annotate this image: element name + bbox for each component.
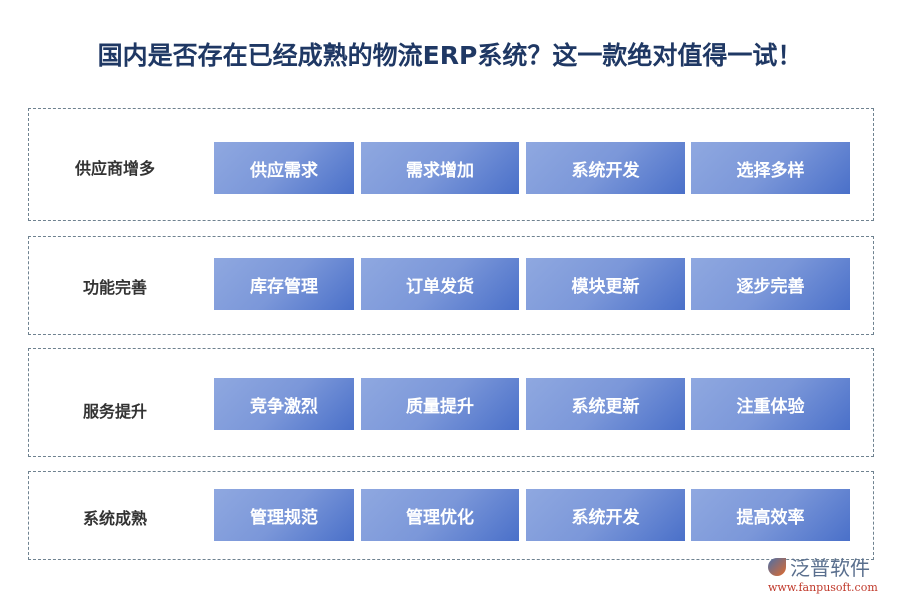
item-box: 库存管理 <box>214 258 354 310</box>
row-label: 供应商增多 <box>74 159 155 178</box>
item-box: 系统更新 <box>526 378 685 430</box>
item-box: 逐步完善 <box>691 258 850 310</box>
item-box: 质量提升 <box>361 378 519 430</box>
row-label: 系统成熟 <box>82 509 147 528</box>
row-panel <box>28 108 874 221</box>
logo-name: 泛普软件 <box>790 556 870 580</box>
item-box: 管理优化 <box>361 489 519 541</box>
item-box: 需求增加 <box>361 142 519 194</box>
item-box: 管理规范 <box>214 489 354 541</box>
item-box: 注重体验 <box>691 378 850 430</box>
logo-url: www.fanpusoft.com <box>768 581 878 594</box>
logo: 泛普软件 www.fanpusoft.com <box>768 552 893 594</box>
item-box: 供应需求 <box>214 142 354 194</box>
row-label: 功能完善 <box>82 278 147 297</box>
item-box: 竞争激烈 <box>214 378 354 430</box>
item-box: 系统开发 <box>526 489 685 541</box>
row-panel <box>28 471 874 560</box>
item-box: 系统开发 <box>526 142 685 194</box>
item-box: 提高效率 <box>691 489 850 541</box>
row-panel <box>28 348 874 457</box>
item-box: 模块更新 <box>526 258 685 310</box>
logo-icon <box>768 557 786 576</box>
item-box: 选择多样 <box>691 142 850 194</box>
page-title: 国内是否存在已经成熟的物流ERP系统？这一款绝对值得一试！ <box>97 41 803 70</box>
item-box: 订单发货 <box>361 258 519 310</box>
row-label: 服务提升 <box>82 402 147 421</box>
row-panel <box>28 236 874 335</box>
